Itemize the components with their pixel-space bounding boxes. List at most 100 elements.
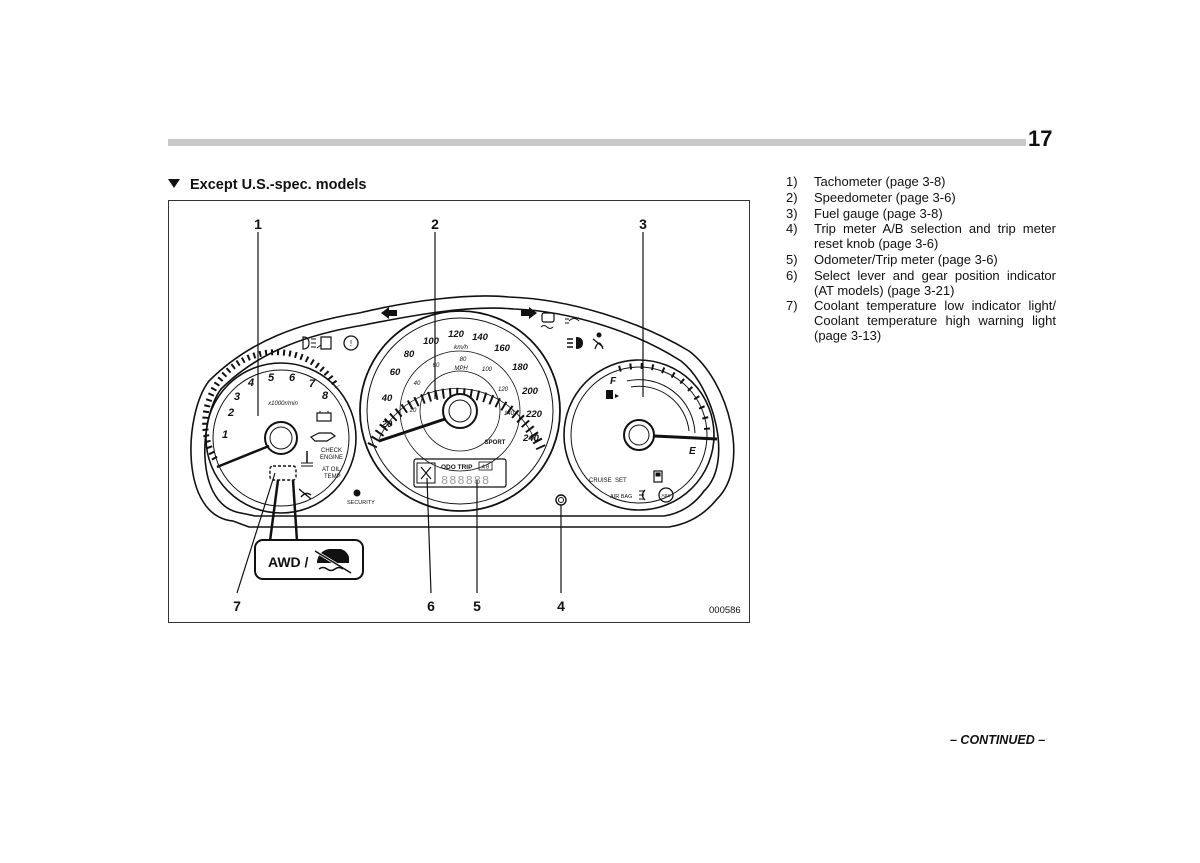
legend-item-number: 3) [786, 205, 798, 221]
legend-item-text: Tachometer (page 3-8) [814, 174, 946, 189]
mph-number: 120 [498, 387, 509, 393]
check-engine-label-2: ENGINE [320, 455, 343, 461]
air-bag-label: AIR BAG [610, 494, 632, 500]
kmh-number: 20 [381, 419, 393, 430]
page-number: 17 [1028, 126, 1053, 151]
tach-number: 2 [227, 407, 234, 419]
tach-number: 4 [247, 377, 254, 389]
security-indicator [353, 489, 361, 497]
leader-7 [236, 472, 276, 594]
awd-callout: AWD / [254, 479, 364, 580]
awd-label: AWD / [268, 554, 309, 570]
legend-item-number: 4) [786, 221, 798, 237]
callout-7: 7 [233, 598, 241, 614]
battery-warning-icon [316, 411, 332, 422]
instrument-cluster-figure: 1 2 3 4 5 6 7 8 x1000r/min CHECK ENGINE … [168, 200, 750, 623]
fuel-gauge: F E [563, 359, 718, 511]
svg-text:!: ! [350, 339, 352, 348]
cluster-outline [190, 295, 735, 528]
tach-indicator-icons: CHECK ENGINE AT OIL TEMP SECURITY [269, 411, 375, 506]
coolant-temp-icon [301, 451, 313, 467]
legend-item-number: 7) [786, 298, 798, 314]
awd-slip-icon [314, 549, 352, 575]
cruise-label: CRUISE [589, 478, 612, 484]
legend-item-number: 1) [786, 174, 798, 189]
seatbelt-icon [592, 332, 604, 350]
header-rule [168, 139, 1026, 146]
trip-reset-knob [555, 494, 567, 506]
legend-item-text: Coolant temperature low indicator light/… [814, 298, 1056, 343]
legend-item: 6) Select lever and gear position indicat… [786, 267, 1056, 299]
sport-label: SPORT [485, 440, 506, 446]
legend-item-text: Odometer/Trip meter (page 3-6) [814, 251, 998, 267]
legend-item: 7) Coolant temperature low indicator ligh… [786, 298, 1056, 343]
leader-lines [236, 232, 644, 594]
tach-number: 7 [309, 378, 316, 390]
door-open-icon [316, 336, 332, 350]
tach-number: 5 [268, 372, 275, 384]
abs-warning-icon: ABS [658, 487, 674, 503]
callout-1: 1 [254, 216, 262, 232]
brake-warning-icon: ! [343, 335, 359, 351]
legend-item-number: 5) [786, 251, 798, 267]
oil-pressure-icon [309, 432, 337, 442]
legend-item: 2) Speedometer (page 3-6) [786, 189, 1056, 206]
svg-text:ABS: ABS [661, 493, 670, 498]
mph-number: 140 [504, 411, 515, 417]
section-heading-text: Except U.S.-spec. models [190, 177, 367, 193]
triangle-bullet-icon [168, 179, 180, 188]
kmh-number: 240 [522, 433, 540, 444]
legend-item: 4) Trip meter A/B selection and trip mete… [786, 222, 1056, 252]
instrument-cluster-illustration: 1 2 3 4 5 6 7 8 x1000r/min CHECK ENGINE … [190, 216, 741, 616]
tach-number: 6 [289, 372, 296, 384]
fog-light-icon [565, 318, 580, 324]
legend-item-number: 2) [786, 189, 798, 205]
right-turn-arrow-icon [521, 307, 537, 319]
legend-item: 3) Fuel gauge (page 3-8) [786, 205, 1056, 222]
section-heading: Except U.S.-spec. models [168, 177, 366, 193]
cluster-housing-outer [190, 295, 735, 528]
legend-item: 1) Tachometer (page 3-8) [786, 174, 1056, 190]
callout-4: 4 [557, 598, 565, 614]
mph-number: 40 [414, 381, 421, 387]
callout-2: 2 [431, 216, 439, 232]
kmh-number: 60 [390, 367, 401, 378]
legend-item-text: Speedometer (page 3-6) [814, 189, 956, 205]
kmh-number: 200 [521, 386, 539, 397]
fuel-pump-icon [606, 390, 619, 399]
legend-item-text: Trip meter A/B selection and trip meter … [814, 221, 1056, 252]
security-label: SECURITY [347, 500, 375, 506]
tachometer: 1 2 3 4 5 6 7 8 x1000r/min [202, 349, 357, 514]
fuel-empty-label: E [689, 446, 696, 457]
tach-unit: x1000r/min [267, 401, 298, 407]
speedometer: 20 40 60 80 100 120 140 160 180 200 220 … [359, 310, 567, 512]
rear-fog-icon [639, 489, 646, 501]
traction-off-icon [298, 488, 312, 500]
low-fuel-icon [653, 470, 663, 483]
legend-item-number: 6) [786, 267, 798, 283]
odometer-display [413, 458, 507, 488]
legend-list: 1) Tachometer (page 3-8) 2) Speedometer (p… [786, 174, 1056, 345]
figure-code: 000586 [709, 605, 741, 616]
kmh-number: 220 [525, 409, 543, 420]
tach-number: 1 [222, 429, 228, 441]
coolant-low-indicator [269, 465, 297, 481]
legend-item-text: Select lever and gear position indicator… [814, 267, 1056, 298]
mph-number: 20 [409, 408, 417, 414]
high-beam-icon [567, 337, 583, 349]
legend-item: 5) Odometer/Trip meter (page 3-6) [786, 251, 1056, 268]
tach-number: 8 [322, 390, 329, 402]
kmh-number: 120 [448, 329, 465, 340]
left-turn-arrow-icon [381, 307, 397, 319]
mph-number: 60 [433, 363, 440, 369]
mph-number: 100 [482, 367, 493, 373]
at-oil-label-2: TEMP [324, 474, 341, 480]
continued-label: – CONTINUED – [950, 733, 1046, 747]
kmh-unit: km/h [454, 344, 468, 351]
cluster-housing-inner [204, 307, 720, 517]
odometer-digits: 888888 [441, 474, 490, 488]
callout-5: 5 [473, 598, 481, 614]
legend-item-text: Fuel gauge (page 3-8) [814, 205, 943, 221]
mph-unit: MPH [454, 366, 468, 372]
set-label: SET [615, 478, 627, 484]
